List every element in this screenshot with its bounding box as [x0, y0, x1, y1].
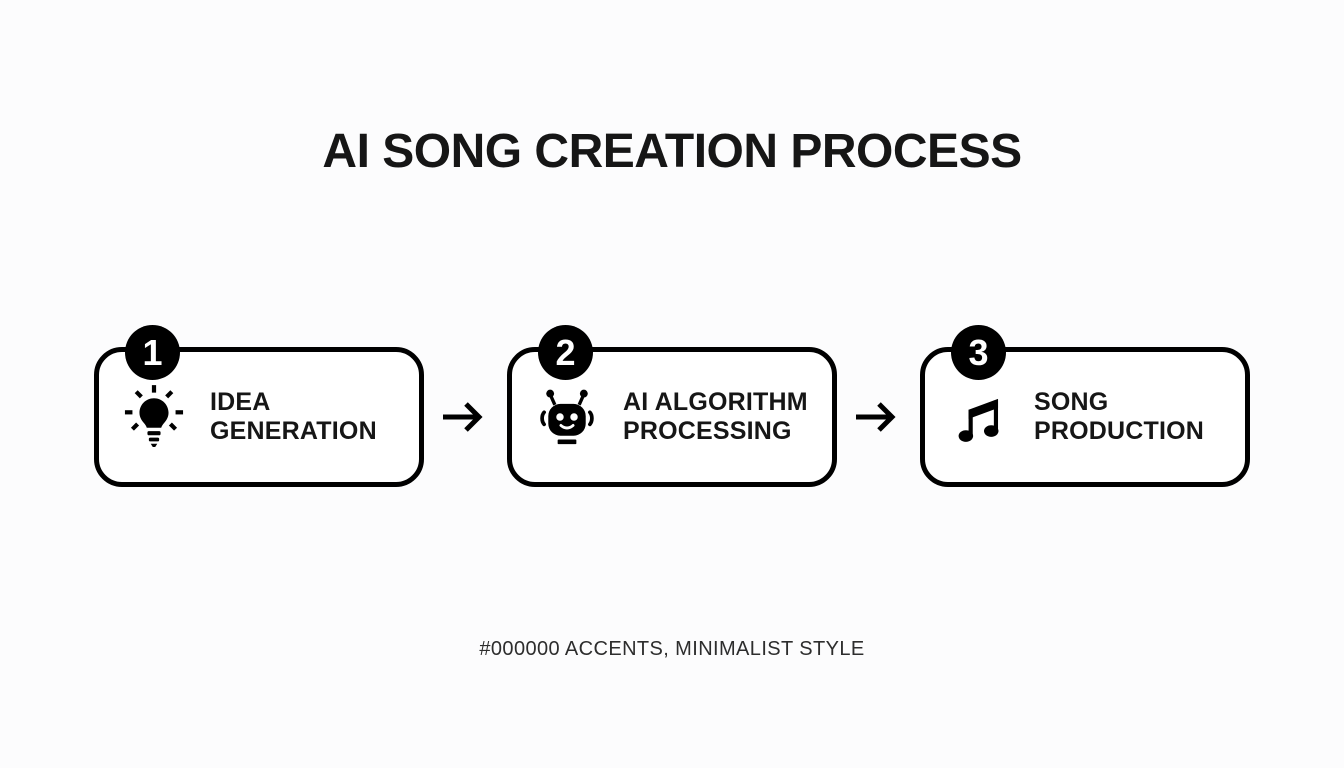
process-flow: 1 IDE [0, 325, 1344, 487]
step-label: AI ALGORITHM PROCESSING [623, 388, 808, 445]
style-caption: #000000 ACCENTS, MINIMALIST STYLE [479, 638, 865, 660]
right-arrow-icon [424, 398, 507, 436]
step-number-badge: 2 [538, 325, 593, 380]
page-title: AI SONG CREATION PROCESS [322, 125, 1022, 178]
step-label: IDEA GENERATION [210, 388, 377, 445]
right-arrow-icon [837, 398, 920, 436]
step-number-badge: 3 [951, 325, 1006, 380]
step-ai-algorithm-processing: 2 [507, 325, 837, 487]
step-label: SONG PRODUCTION [1034, 388, 1205, 445]
robot-icon [537, 388, 597, 446]
step-number-badge: 1 [125, 325, 180, 380]
step-song-production: 3 SONG PRODUCTION [920, 325, 1250, 487]
music-note-icon [950, 387, 1008, 447]
lightbulb-icon [124, 384, 184, 450]
step-idea-generation: 1 IDE [94, 325, 424, 487]
